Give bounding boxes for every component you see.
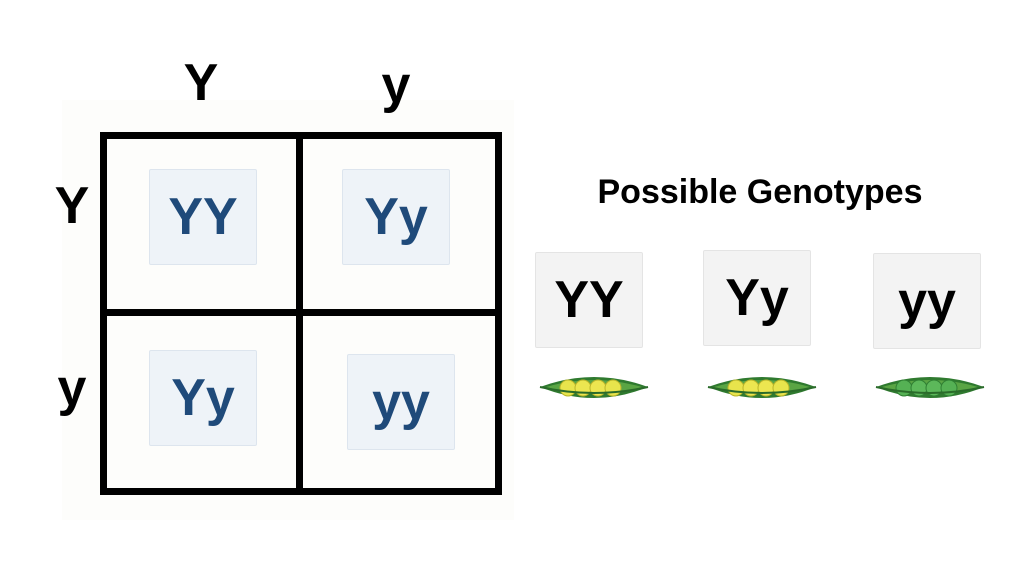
genotype-card-yy: yy: [873, 253, 981, 349]
possible-genotypes-title: Possible Genotypes: [597, 173, 923, 211]
pea-pod-green-icon: [875, 377, 985, 398]
pea-pod-yellow-icon: [539, 377, 649, 398]
genotype-card-Yy: Yy: [703, 250, 811, 346]
pea-pod-yellow-icon: [707, 377, 817, 398]
row-header-dominant: Y: [54, 177, 90, 235]
column-header-dominant: Y: [183, 54, 219, 112]
row-header-recessive: y: [57, 359, 87, 417]
grid-divider-horizontal: [100, 309, 502, 316]
column-header-recessive: y: [381, 56, 411, 114]
cell-YY: YY: [149, 169, 257, 265]
cell-Yy-top: Yy: [342, 169, 450, 265]
genotype-card-YY: YY: [535, 252, 643, 348]
cell-yy: yy: [347, 354, 455, 450]
cell-Yy-bottom: Yy: [149, 350, 257, 446]
